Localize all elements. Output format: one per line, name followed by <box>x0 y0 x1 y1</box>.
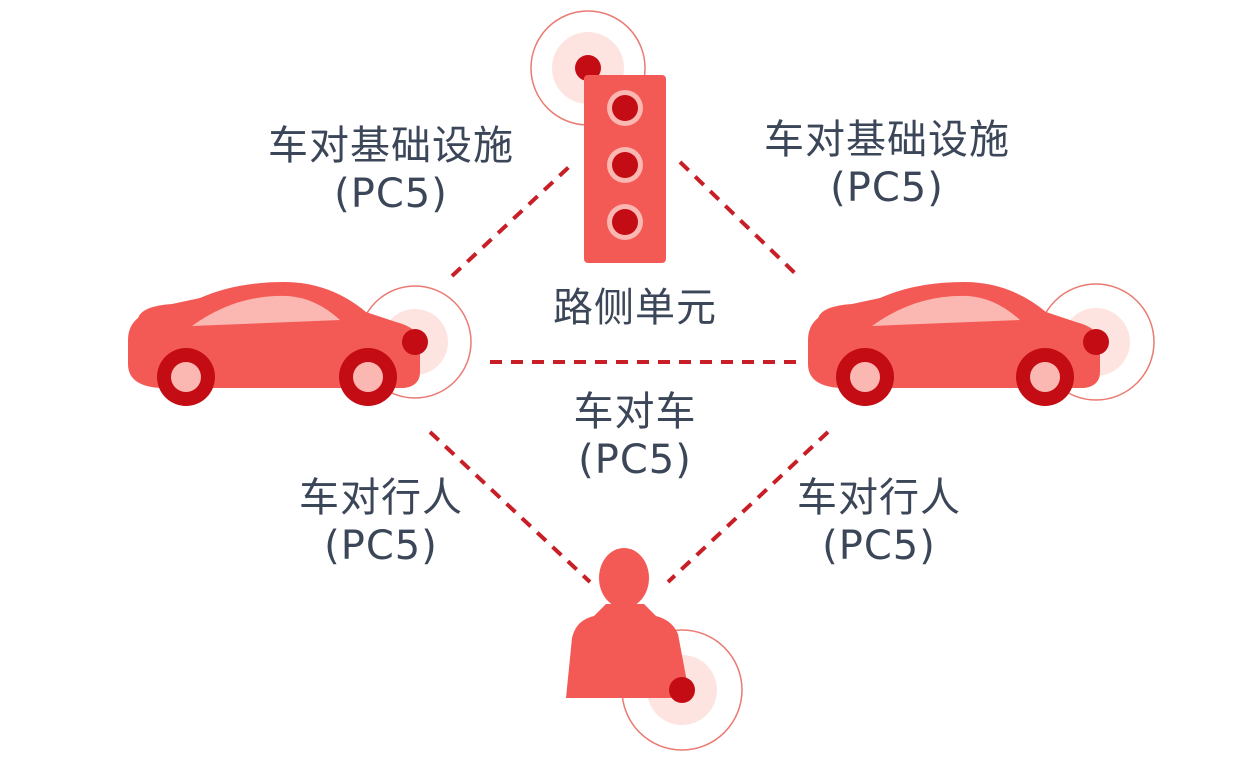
label-v2p-right-sub: (PC5) <box>822 523 936 569</box>
label-v2i-left-sub: (PC5) <box>334 171 448 217</box>
links <box>428 160 830 584</box>
label-v2i-right-sub: (PC5) <box>830 165 944 211</box>
label-v2v-sub: (PC5) <box>578 437 692 483</box>
traffic-light-icon <box>530 10 666 263</box>
car-icon <box>128 282 472 406</box>
link-left-car-to-rsu <box>450 164 572 278</box>
label-v2p-left: 车对行人 (PC5) <box>276 474 486 570</box>
car-icon <box>808 282 1155 406</box>
label-v2i-right-title: 车对基础设施 <box>764 117 1010 163</box>
link-right-car-to-person <box>666 430 830 584</box>
link-rsu-to-right-car <box>678 160 802 280</box>
label-v2p-left-sub: (PC5) <box>324 523 438 569</box>
label-rsu: 路侧单元 <box>520 284 750 332</box>
link-left-car-to-person <box>428 430 592 584</box>
label-v2i-right: 车对基础设施 (PC5) <box>742 116 1032 212</box>
label-v2p-left-title: 车对行人 <box>299 475 463 521</box>
label-v2v-title: 车对车 <box>573 389 697 435</box>
label-v2i-left-title: 车对基础设施 <box>268 123 514 169</box>
label-v2v: 车对车 (PC5) <box>540 388 730 484</box>
person-icon <box>566 548 743 751</box>
label-rsu-title: 路侧单元 <box>553 285 717 331</box>
label-v2p-right: 车对行人 (PC5) <box>774 474 984 570</box>
label-v2i-left: 车对基础设施 (PC5) <box>246 122 536 218</box>
label-v2p-right-title: 车对行人 <box>797 475 961 521</box>
